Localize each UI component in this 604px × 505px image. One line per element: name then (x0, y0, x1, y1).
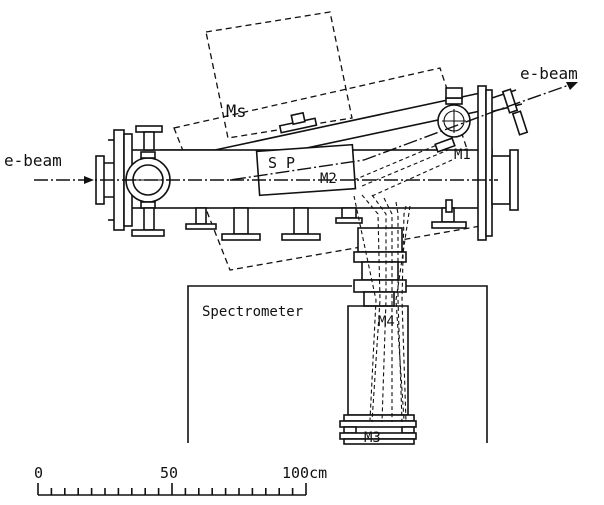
sp-label: S P (268, 154, 295, 172)
spectrometer-label: Spectrometer (202, 304, 303, 320)
m2-label: M2 (320, 171, 337, 187)
beam-in-label: e-beam (4, 151, 62, 170)
scale-minor-ticks (50, 488, 294, 495)
m1-label: M1 (454, 147, 471, 163)
scale-label-100cm: 100cm (282, 464, 327, 482)
m3-label: M3 (364, 430, 381, 446)
scale-label-0: 0 (34, 464, 43, 482)
spectrometer-box: Spectrometer (187, 285, 488, 443)
beam-out-arrowhead (566, 82, 578, 90)
scale-bar: 0 50 100cm (34, 464, 327, 496)
beam-out-label: e-beam (520, 64, 578, 83)
vertical-drift-tube (339, 227, 417, 445)
sp-block: S P (255, 143, 357, 197)
radiation-paths (353, 137, 456, 423)
magnet-ms-outline (173, 11, 493, 271)
electron-beam-path (34, 82, 578, 184)
scale-label-50: 50 (160, 464, 178, 482)
m4-label: M4 (378, 314, 395, 330)
ms-label: Ms (226, 102, 246, 122)
beam-in-arrowhead (84, 176, 94, 184)
